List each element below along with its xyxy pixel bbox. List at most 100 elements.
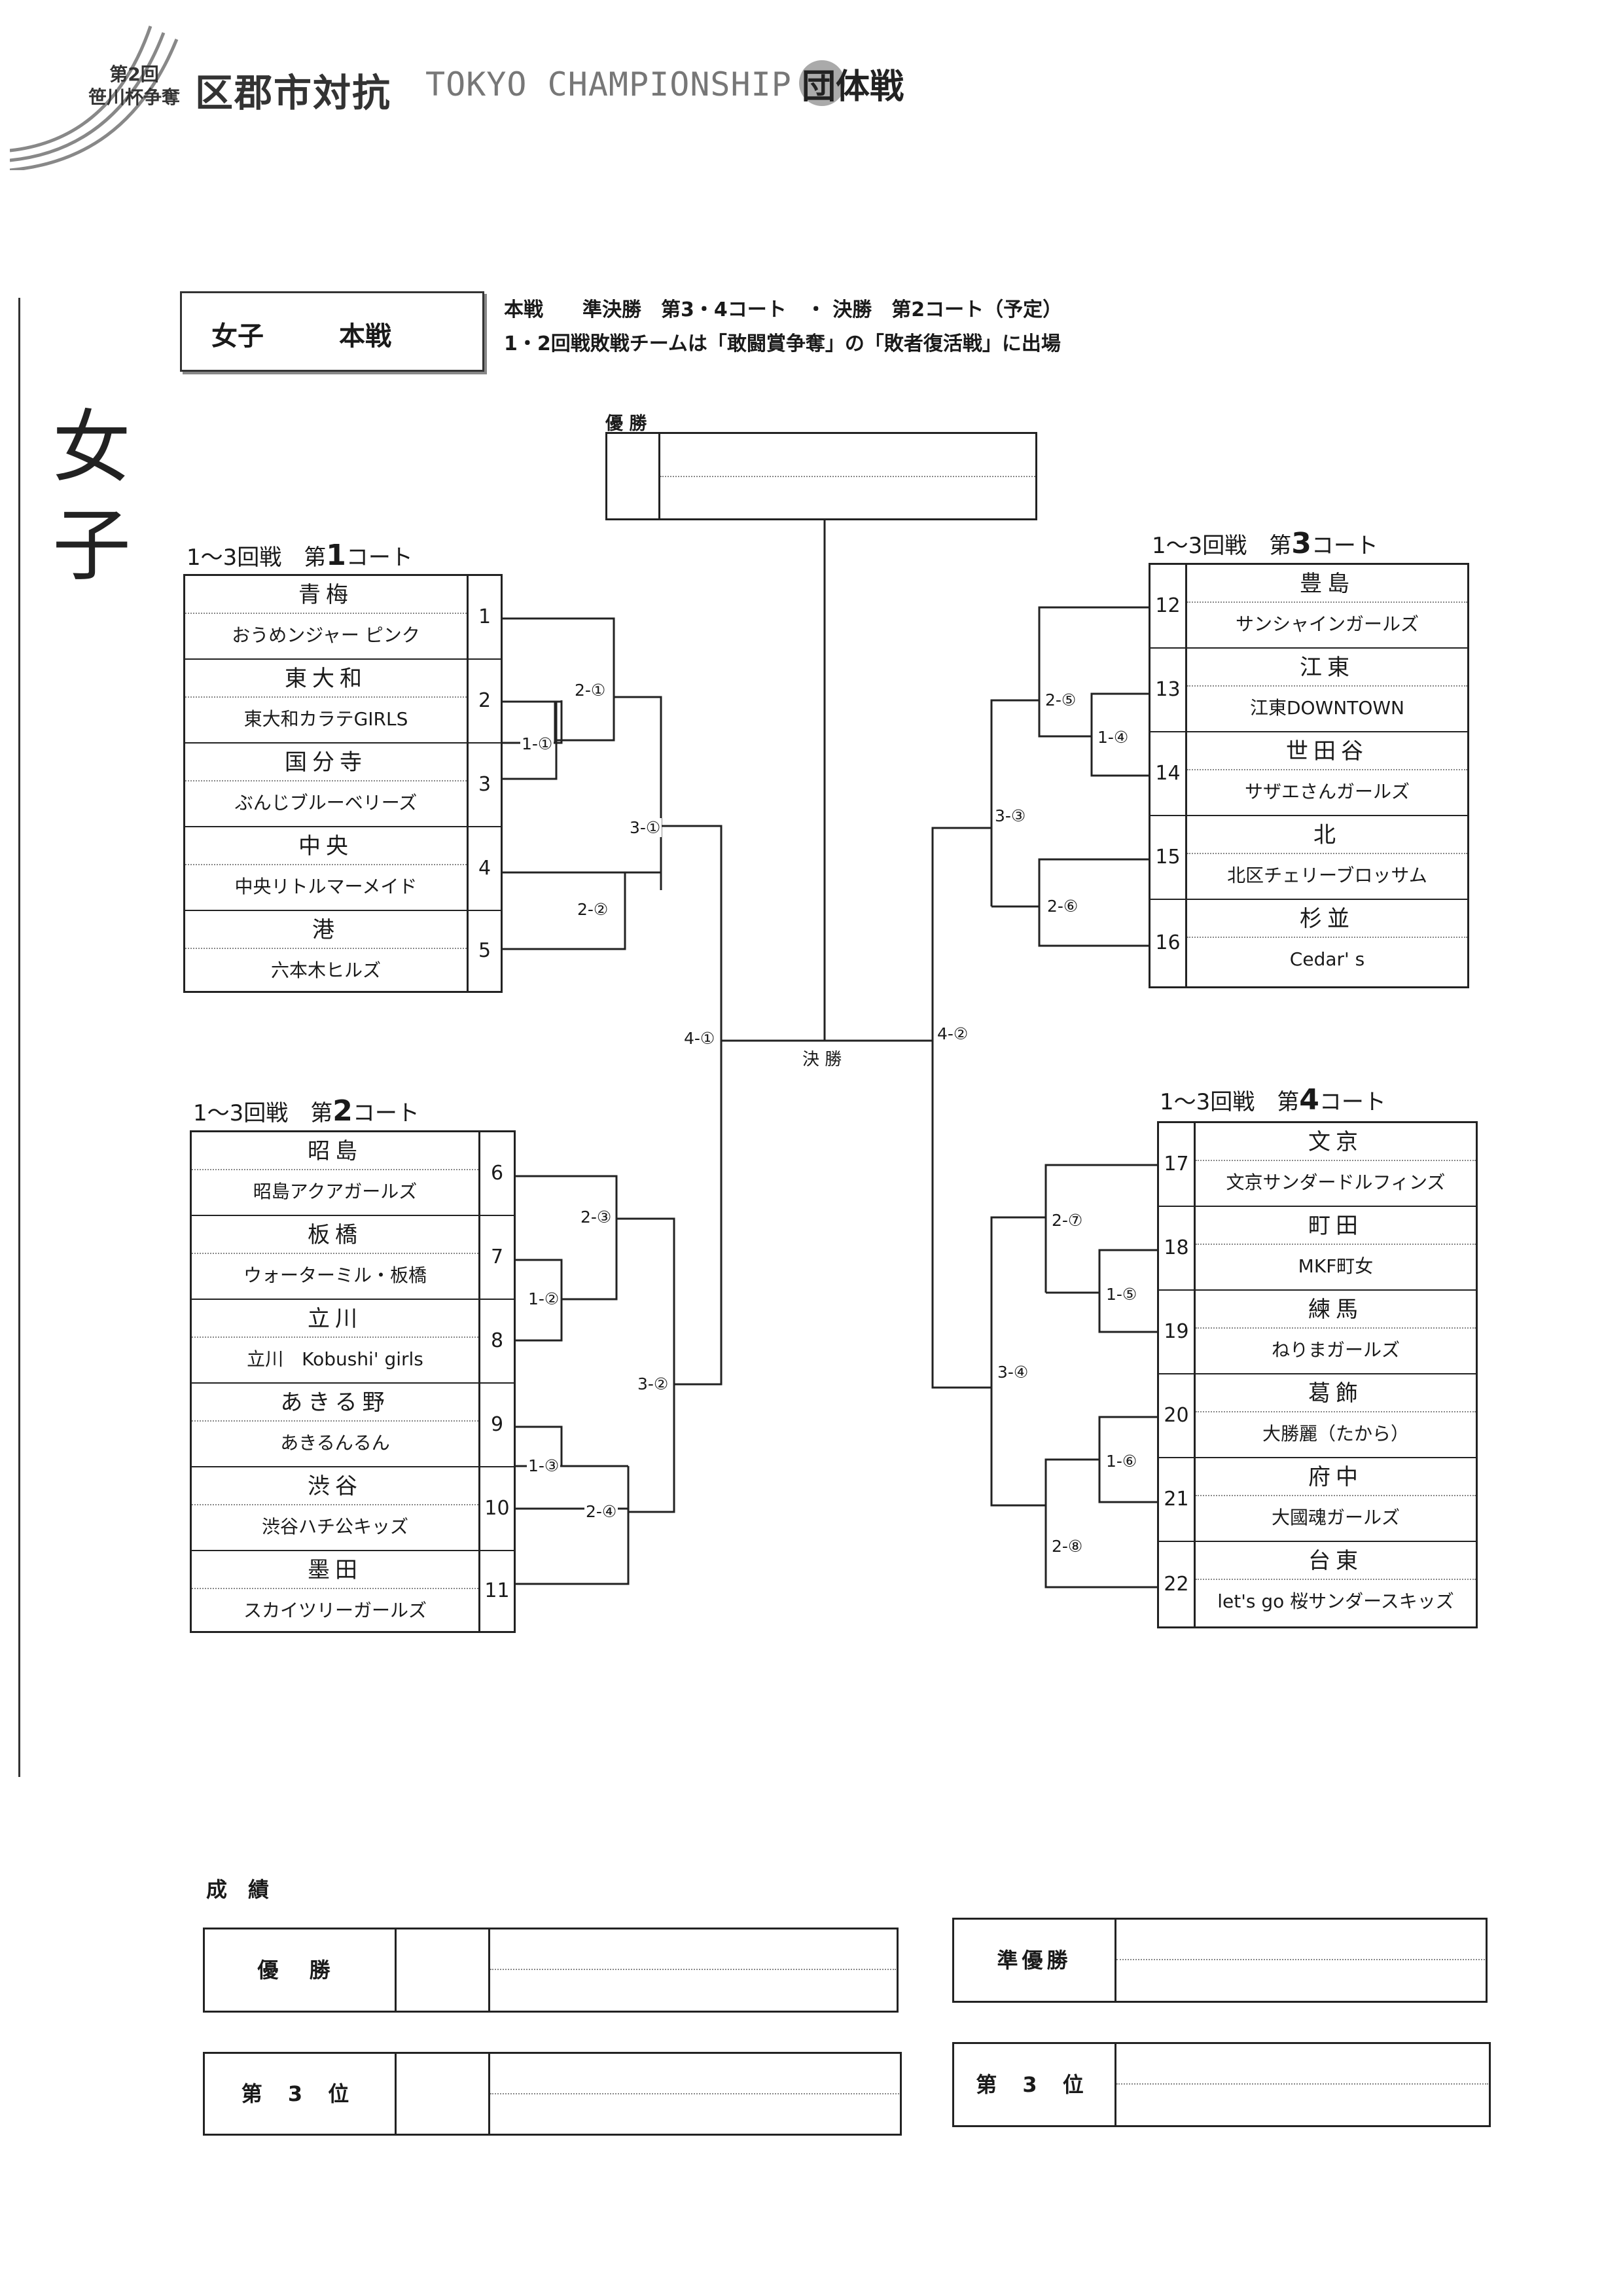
team-row: 東大和 東大和カラテGIRLS 2	[185, 660, 501, 744]
team-row: 板橋 ウォーターミル・板橋 7	[192, 1216, 514, 1300]
team-number: 16	[1150, 900, 1187, 986]
match-label: 1-①	[520, 734, 554, 753]
team-name: 中央リトルマーメイド	[234, 876, 418, 897]
match-label: 2-⑦	[1050, 1211, 1084, 1230]
region-name: 練馬	[1196, 1291, 1476, 1329]
match-label: 2-⑧	[1050, 1537, 1084, 1556]
team-row: 昭島 昭島アクアガールズ 6	[192, 1132, 514, 1216]
region-name: 町田	[1196, 1207, 1476, 1245]
team-row: 21 府中 大國魂ガールズ	[1159, 1458, 1476, 1542]
team-number: 6	[478, 1132, 514, 1215]
team-name: 文京サンダードルフィンズ	[1226, 1172, 1446, 1193]
team-number: 12	[1150, 565, 1187, 647]
team-number: 1	[467, 576, 501, 658]
team-name: 北区チェリーブロッサム	[1227, 865, 1427, 886]
court4-table: 17 文京 文京サンダードルフィンズ 18 町田 MKF町女 19 練馬 ねりま…	[1157, 1121, 1478, 1628]
result-second-label: 準優勝	[997, 1948, 1072, 1973]
team-name: サンシャインガールズ	[1235, 613, 1419, 635]
team-name: 六本木ヒルズ	[270, 960, 381, 981]
match-label: 2-④	[584, 1502, 618, 1521]
match-label: 1-③	[527, 1456, 561, 1475]
final-label: 決 勝	[802, 1050, 842, 1069]
edition-cup: 笹川杯争奪	[88, 86, 180, 108]
team-number: 15	[1150, 816, 1187, 899]
region-name: 墨田	[192, 1551, 478, 1589]
title-badge: 団体戦	[799, 59, 904, 108]
match-label: 2-⑤	[1044, 691, 1078, 709]
region-name: 東大和	[185, 660, 467, 698]
court2-label: 1～3回戦 第2コート	[193, 1094, 419, 1128]
section-label-box: 女子 本戦	[180, 291, 484, 372]
results-heading: 成 績	[206, 1877, 270, 1902]
match-label: 3-③	[993, 806, 1027, 825]
team-name: 渋谷ハチ公キッズ	[261, 1516, 408, 1537]
match-label: 3-④	[996, 1363, 1030, 1382]
team-number: 13	[1150, 649, 1187, 731]
team-row: 16 杉並 Cedar' s	[1150, 900, 1467, 986]
team-name: サザエさんガールズ	[1244, 781, 1410, 802]
team-number: 19	[1159, 1291, 1196, 1373]
match-label: 2-③	[579, 1208, 613, 1227]
team-number: 3	[467, 744, 501, 826]
team-name: ぶんじブルーベリーズ	[234, 792, 418, 814]
repechage-note: 1・2回戦敗戦チームは「敢闘賞争奪」の「敗者復活戦」に出場	[504, 332, 1061, 355]
region-name: 板橋	[192, 1216, 478, 1254]
team-name: 江東DOWNTOWN	[1249, 697, 1404, 719]
team-number: 21	[1159, 1458, 1196, 1541]
region-name: 台東	[1196, 1542, 1476, 1580]
region-name: 豊島	[1187, 565, 1467, 603]
region-name: 立川	[192, 1300, 478, 1338]
team-name: 大國魂ガールズ	[1271, 1507, 1400, 1528]
team-row: 15 北 北区チェリーブロッサム	[1150, 816, 1467, 900]
team-row: 中央 中央リトルマーメイド 4	[185, 827, 501, 911]
region-name: 江東	[1187, 649, 1467, 687]
region-name: 国分寺	[185, 744, 467, 781]
region-name: 杉並	[1187, 900, 1467, 938]
team-number: 18	[1159, 1207, 1196, 1289]
match-label: 3-①	[628, 818, 662, 837]
sidebar-rule	[18, 298, 20, 1777]
team-name: 大勝麗（たから）	[1262, 1423, 1409, 1444]
team-name: MKF町女	[1298, 1255, 1374, 1277]
match-label: 2-②	[576, 900, 610, 919]
team-row: 港 六本木ヒルズ 5	[185, 911, 501, 991]
court2-table: 昭島 昭島アクアガールズ 6 板橋 ウォーターミル・板橋 7 立川 立川 Kob…	[190, 1130, 516, 1633]
team-name: おうめンジャー ピンク	[232, 624, 420, 646]
title-jp: 区郡市対抗	[195, 71, 392, 115]
team-number: 9	[478, 1384, 514, 1466]
region-name: 昭島	[192, 1132, 478, 1170]
team-number: 5	[467, 911, 501, 991]
match-label: 1-⑥	[1105, 1452, 1139, 1471]
team-row: 12 豊島 サンシャインガールズ	[1150, 565, 1467, 649]
result-third-a-label: 第 3 位	[241, 2081, 359, 2106]
team-name: 東大和カラテGIRLS	[243, 708, 408, 730]
team-row: 立川 立川 Kobushi' girls 8	[192, 1300, 514, 1384]
schedule-note: 本戦 準決勝 第3・4コート ・ 決勝 第2コート（予定）	[504, 298, 1063, 321]
result-first-box: 優 勝	[203, 1928, 899, 2013]
team-row: 20 葛飾 大勝麗（たから）	[1159, 1374, 1476, 1458]
team-number: 10	[478, 1467, 514, 1550]
region-name: 世田谷	[1187, 732, 1467, 770]
result-second-box: 準優勝	[952, 1918, 1488, 2003]
region-name: 港	[185, 911, 467, 949]
region-name: あきる野	[192, 1384, 478, 1422]
team-row: 14 世田谷 サザエさんガールズ	[1150, 732, 1467, 816]
match-label: 2-⑥	[1046, 897, 1080, 916]
result-third-a-box: 第 3 位	[203, 2052, 902, 2136]
champion-box	[605, 432, 1037, 520]
team-name: 立川 Kobushi' girls	[247, 1348, 423, 1370]
sidebar-char-girl: 女	[52, 403, 131, 493]
region-name: 中央	[185, 827, 467, 865]
match-label: 1-④	[1096, 728, 1130, 747]
edition-number: 第2回	[109, 63, 159, 85]
court3-label: 1～3回戦 第3コート	[1152, 527, 1378, 560]
court1-table: 青梅 おうめンジャー ピンク 1 東大和 東大和カラテGIRLS 2 国分寺 ぶ…	[183, 574, 503, 993]
team-name: let's go 桜サンダースキッズ	[1217, 1590, 1454, 1612]
team-name: ねりまガールズ	[1271, 1339, 1400, 1361]
team-name: 昭島アクアガールズ	[253, 1181, 418, 1202]
match-label: 2-①	[573, 681, 607, 700]
match-label: 1-⑤	[1105, 1285, 1139, 1304]
team-name: あきるんるん	[280, 1432, 390, 1454]
team-row: あきる野 あきるんるん 9	[192, 1384, 514, 1467]
team-number: 7	[478, 1216, 514, 1299]
